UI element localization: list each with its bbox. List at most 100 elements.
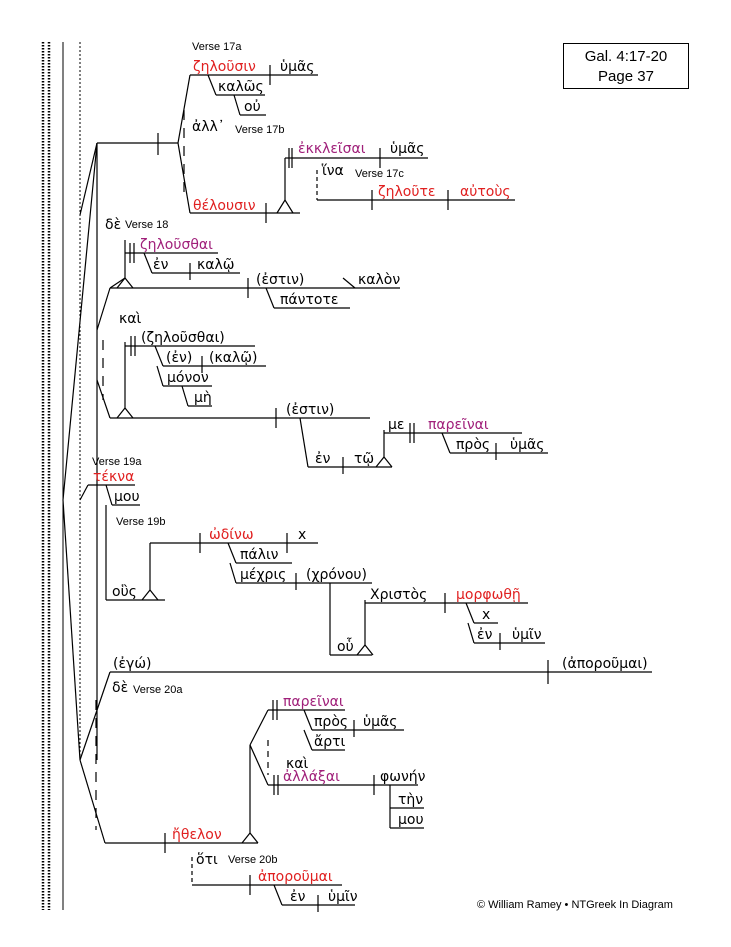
word-estin-2: (ἐστιν)	[286, 402, 335, 418]
verse-17a-label: Verse 17a	[192, 41, 242, 53]
word-chronou: (χρόνου)	[306, 567, 367, 583]
word-zelousthai-1: ζηλοῦσθαι	[140, 237, 213, 253]
kalos-slant	[207, 74, 217, 96]
word-kalos: καλῶς	[218, 79, 264, 95]
en2-slant	[154, 345, 164, 367]
v17-fork-top	[177, 74, 191, 144]
word-humas-2: ὑμᾶς	[390, 141, 425, 157]
monon-slant	[156, 365, 164, 387]
word-ten: τὴν	[398, 792, 424, 808]
word-me-2: με	[388, 417, 405, 433]
pros1-slant	[441, 432, 451, 454]
word-pareinai-1: παρεῖναι	[428, 417, 489, 433]
word-all: ἀλλ᾽	[192, 119, 225, 135]
word-ou: οὐ	[244, 99, 261, 115]
verse-20a-label: Verse 20a	[133, 684, 183, 696]
word-en-3: ἐν	[315, 451, 331, 467]
title-box: Gal. 4:17-20 Page 37	[563, 43, 689, 89]
word-kalo-1: καλῷ	[197, 257, 235, 273]
en4-slant	[467, 622, 475, 644]
word-to: τῷ	[354, 451, 375, 467]
ped7-tri	[241, 832, 259, 844]
word-ethelon: ἤθελον	[172, 827, 222, 843]
ped4-tri	[375, 456, 393, 468]
word-humas-1: ὑμᾶς	[280, 59, 315, 75]
word-morphothe: μορφωθῇ	[456, 587, 521, 603]
word-mou-2: μου	[398, 812, 424, 828]
word-pros-2: πρὸς	[314, 714, 349, 730]
word-hou: οὗ	[337, 639, 354, 655]
title-reference: Gal. 4:17-20	[584, 48, 668, 65]
word-hina: ἵνα	[322, 163, 344, 179]
word-pros-1: πρὸς	[456, 437, 491, 453]
word-zelousin: ζηλοῦσιν	[193, 59, 256, 75]
v17-fork-bottom	[177, 142, 191, 214]
arti-slant	[303, 729, 313, 751]
bracket-lower	[62, 499, 81, 761]
mechris-slant	[229, 562, 237, 584]
bracket-19	[79, 484, 89, 501]
word-en-5: ἐν	[290, 889, 306, 905]
word-mechris: μέχρις	[240, 567, 287, 583]
verse-19a-label: Verse 19a	[92, 456, 142, 468]
bracket-upper	[62, 142, 98, 501]
v18-subject-join	[109, 277, 126, 289]
word-de-1: δὲ	[105, 217, 122, 233]
word-hoti: ὅτι	[196, 852, 218, 868]
word-hous: οὓς	[112, 584, 137, 600]
word-estin-1: (ἐστιν)	[256, 272, 305, 288]
ou-slant	[233, 94, 241, 116]
word-humin-2: ὑμῖν	[328, 889, 358, 905]
word-autous: αὐτοὺς	[460, 184, 511, 200]
ped2-tri	[116, 277, 134, 289]
word-pareinai-2: παρεῖναι	[283, 694, 344, 710]
ped3-tri	[116, 407, 134, 419]
ped5-tri	[141, 589, 159, 601]
word-phonen: φωνήν	[380, 769, 426, 785]
me-slant	[181, 385, 189, 407]
word-humin-1: ὑμῖν	[512, 627, 542, 643]
en5-slant	[273, 884, 283, 906]
word-palin: πάλιν	[240, 547, 279, 563]
word-mou-1: μου	[114, 489, 140, 505]
word-humas-3: ὑμᾶς	[510, 437, 545, 453]
word-ego: (ἐγώ)	[113, 656, 152, 672]
bracket-20-upper	[79, 671, 111, 761]
pedestal-tri	[276, 198, 294, 214]
word-pantote: πάντοτε	[280, 292, 339, 308]
mou1-slant	[105, 484, 113, 506]
pros2-slant	[303, 709, 313, 731]
word-kalo-2: (καλῷ)	[209, 350, 258, 366]
word-allaxai: ἀλλάξαι	[283, 769, 340, 785]
verse-18-label: Verse 18	[125, 219, 169, 231]
word-x-1: x	[298, 527, 307, 543]
v18-join	[96, 287, 111, 331]
word-humas-4: ὑμᾶς	[363, 714, 398, 730]
word-zelousthai-2: (ζηλοῦσθαι)	[141, 330, 225, 346]
word-thelousin: θέλουσιν	[193, 198, 256, 214]
word-en-2: (ἐν)	[166, 350, 193, 366]
word-x-2: x	[482, 607, 491, 623]
v20-fork-bottom	[249, 744, 269, 786]
verse-17b-label: Verse 17b	[235, 124, 285, 136]
copyright-notice: © William Ramey • NTGreek In Diagram	[477, 899, 673, 911]
word-de-2: δὲ	[112, 680, 129, 696]
word-kai-2: καὶ	[286, 756, 309, 772]
word-ekkleisai: ἐκκλεῖσαι	[298, 141, 366, 157]
word-zeloute: ζηλοῦτε	[378, 184, 436, 200]
word-kai-1: καὶ	[119, 311, 142, 327]
verse-20b-label: Verse 20b	[228, 854, 278, 866]
word-tekna: τέκνα	[93, 469, 135, 485]
word-odino: ὠδίνω	[209, 527, 254, 543]
ped6-tri	[356, 644, 374, 656]
x2-slant	[465, 602, 475, 624]
verse-19b-label: Verse 19b	[116, 516, 166, 528]
word-arti: ἄρτι	[314, 734, 346, 750]
kalon-slash	[342, 277, 356, 289]
palin-slant	[227, 542, 237, 564]
word-en-1: ἐν	[153, 257, 169, 273]
en1-slant	[143, 252, 153, 274]
word-monon: μόνον	[167, 370, 209, 386]
